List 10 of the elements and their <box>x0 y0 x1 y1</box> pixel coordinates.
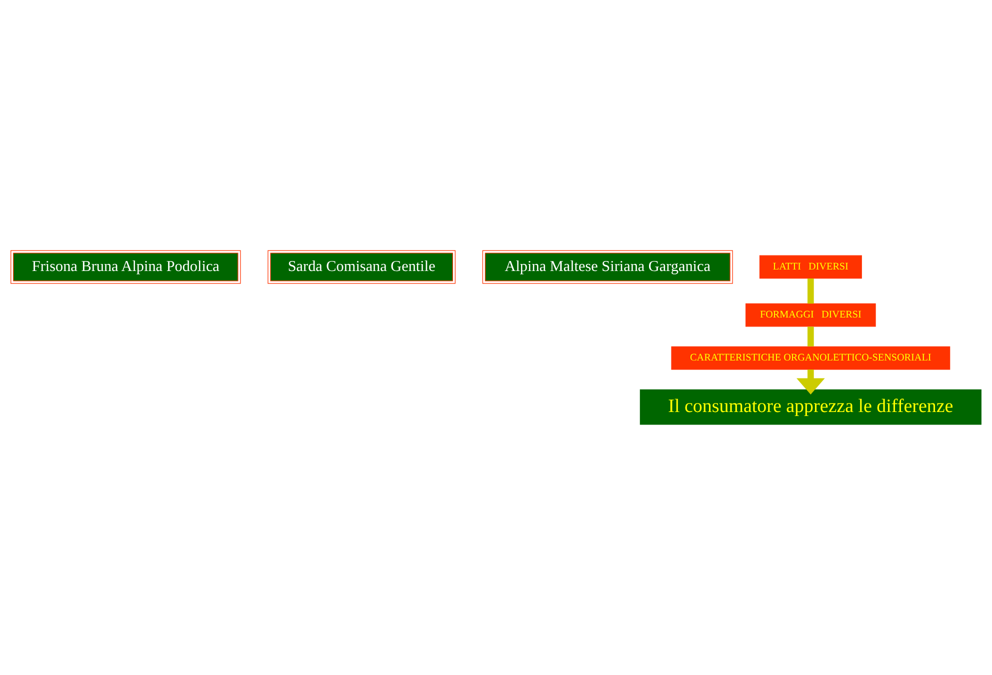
node-box: CARATTERISTICHE ORGANOLETTICO-SENSORIALI <box>671 346 950 370</box>
connector <box>808 278 814 304</box>
node-box: LATTI DIVERSI <box>759 255 862 279</box>
node-box: FORMAGGI DIVERSI <box>746 303 876 327</box>
connector <box>808 326 814 346</box>
arrow <box>796 370 825 394</box>
node-box: Frisona Bruna Alpina Podolica <box>10 250 241 284</box>
node-box: Alpina Maltese Siriana Garganica <box>482 250 733 284</box>
node-box: Sarda Comisana Gentile <box>268 250 456 284</box>
node-box: Il consumatore apprezza le differenze <box>640 389 982 425</box>
